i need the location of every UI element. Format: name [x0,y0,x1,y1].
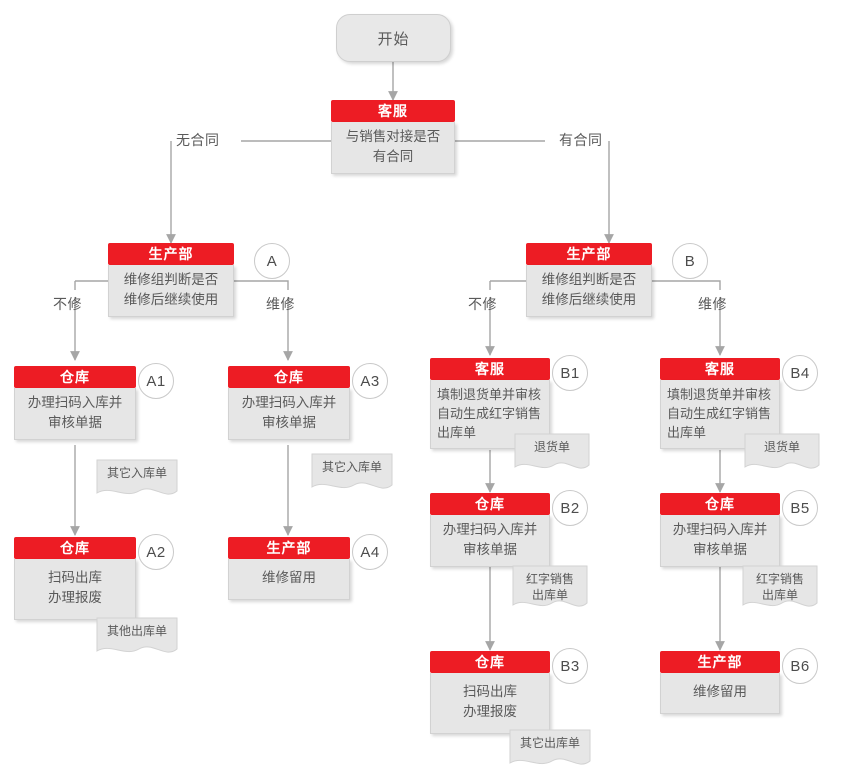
document-b1: 退货单 [513,432,591,476]
node-B3[interactable]: 仓库 扫码出库 办理报废 [430,651,550,734]
start-node[interactable]: 开始 [336,14,451,62]
node-B3-body: 扫码出库 办理报废 [430,673,550,734]
document-b5-label: 红字销售 出库单 [755,572,804,602]
document-a2-label: 其他出库单 [106,624,167,638]
node-A-header: 生产部 [108,243,234,265]
step-tag-B6: B6 [782,648,818,684]
node-A4[interactable]: 生产部 维修留用 [228,537,350,600]
edge-label-a-repair: 维修 [266,296,295,312]
step-tag-A4: A4 [352,534,388,570]
node-kefu-root-header: 客服 [331,100,455,122]
node-A3-body: 办理扫码入库并 审核单据 [228,388,350,440]
node-B4[interactable]: 客服 填制退货单并审核 自动生成红字销售 出库单 [660,358,780,449]
document-b2-label: 红字销售 出库单 [525,572,574,602]
document-b4: 退货单 [743,432,821,476]
node-B5-header: 仓库 [660,493,780,515]
node-B1-body: 填制退货单并审核 自动生成红字销售 出库单 [430,380,550,449]
node-B1[interactable]: 客服 填制退货单并审核 自动生成红字销售 出库单 [430,358,550,449]
node-B6-header: 生产部 [660,651,780,673]
node-B6[interactable]: 生产部 维修留用 [660,651,780,714]
edge-label-b-no-repair: 不修 [468,296,497,312]
step-tag-B4: B4 [782,355,818,391]
node-A1[interactable]: 仓库 办理扫码入库并 审核单据 [14,366,136,440]
node-A4-body: 维修留用 [228,559,350,600]
node-B1-header: 客服 [430,358,550,380]
document-b3-label: 其它出库单 [519,736,580,750]
node-A3[interactable]: 仓库 办理扫码入库并 审核单据 [228,366,350,440]
node-A2[interactable]: 仓库 扫码出库 办理报废 [14,537,136,620]
document-a1: 其它入库单 [95,458,179,502]
node-A-body: 维修组判断是否 维修后继续使用 [108,265,234,317]
node-B4-body: 填制退货单并审核 自动生成红字销售 出库单 [660,380,780,449]
document-b2: 红字销售 出库单 [511,564,589,614]
node-B6-body: 维修留用 [660,673,780,714]
node-kefu-root[interactable]: 客服 与销售对接是否 有合同 [331,100,455,174]
document-a2: 其他出库单 [95,616,179,660]
node-A3-header: 仓库 [228,366,350,388]
step-tag-A: A [254,243,290,279]
node-B5-body: 办理扫码入库并 审核单据 [660,515,780,567]
node-B5[interactable]: 仓库 办理扫码入库并 审核单据 [660,493,780,567]
node-B-body: 维修组判断是否 维修后继续使用 [526,265,652,317]
node-A1-header: 仓库 [14,366,136,388]
document-a3: 其它入库单 [310,452,394,496]
step-tag-A2: A2 [138,534,174,570]
document-b1-label: 退货单 [533,440,570,454]
step-tag-B2: B2 [552,490,588,526]
step-tag-B3: B3 [552,648,588,684]
document-a1-label: 其它入库单 [106,466,167,480]
start-node-label: 开始 [377,30,410,48]
edge-label-no-contract: 无合同 [176,132,220,148]
node-B4-header: 客服 [660,358,780,380]
node-A[interactable]: 生产部 维修组判断是否 维修后继续使用 [108,243,234,317]
node-B-header: 生产部 [526,243,652,265]
step-tag-B: B [672,243,708,279]
node-B2-body: 办理扫码入库并 审核单据 [430,515,550,567]
step-tag-A3: A3 [352,363,388,399]
node-A1-body: 办理扫码入库并 审核单据 [14,388,136,440]
step-tag-A1: A1 [138,363,174,399]
document-a3-label: 其它入库单 [321,460,382,474]
node-A4-header: 生产部 [228,537,350,559]
document-b5: 红字销售 出库单 [741,564,819,614]
document-b3: 其它出库单 [508,728,592,772]
node-B2[interactable]: 仓库 办理扫码入库并 审核单据 [430,493,550,567]
edge-label-a-no-repair: 不修 [53,296,82,312]
edge-label-b-repair: 维修 [698,296,727,312]
edge-label-has-contract: 有合同 [559,132,603,148]
node-kefu-root-body: 与销售对接是否 有合同 [331,122,455,174]
node-A2-body: 扫码出库 办理报废 [14,559,136,620]
step-tag-B5: B5 [782,490,818,526]
node-B[interactable]: 生产部 维修组判断是否 维修后继续使用 [526,243,652,317]
node-B2-header: 仓库 [430,493,550,515]
document-b4-label: 退货单 [763,440,800,454]
node-A2-header: 仓库 [14,537,136,559]
node-B3-header: 仓库 [430,651,550,673]
step-tag-B1: B1 [552,355,588,391]
